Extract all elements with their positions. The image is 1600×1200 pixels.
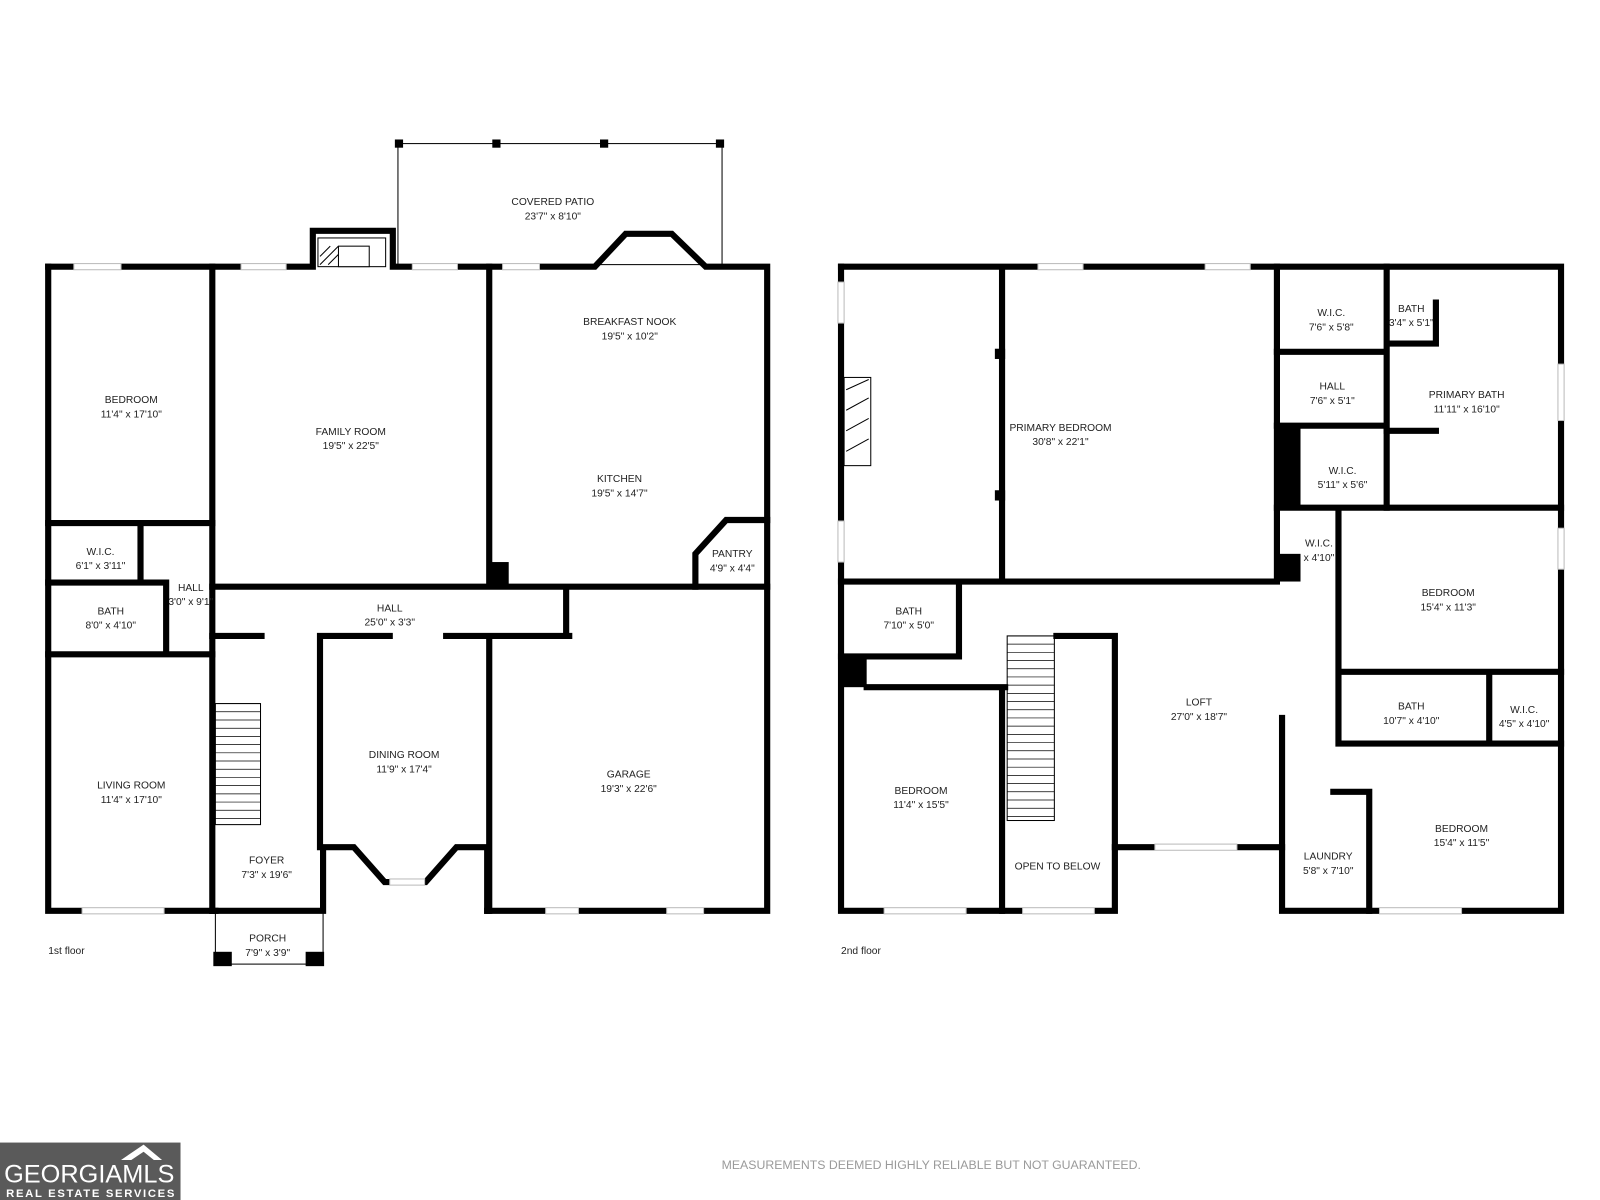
room-name: HALL [377,603,403,614]
room-name: BATH [97,606,124,617]
room-dimensions: 7'10" x 5'0" [883,621,934,632]
room-dimensions: 19'5" x 14'7" [591,488,648,499]
room-dimensions: 8'0" x 4'10" [86,621,137,632]
room-name: BEDROOM [1435,824,1488,835]
room-name: FAMILY ROOM [316,427,386,438]
floor-label-1: 1st floor [48,946,85,957]
room-dimensions: 7'6" x 5'1" [1310,396,1355,407]
room-name: W.I.C. [1317,308,1345,319]
room-name: FOYER [249,856,284,867]
room-dimensions: 27'0" x 18'7" [1171,712,1228,723]
room-name: DINING ROOM [369,750,440,761]
room-dimensions: 19'3" x 22'6" [601,784,658,795]
room-name: BEDROOM [895,786,948,797]
room-name: PRIMARY BATH [1429,390,1505,401]
room-name: LOFT [1186,698,1213,709]
room-dimensions: 19'5" x 22'5" [323,441,380,452]
room-dimensions: 4'5" x 4'10" [1499,719,1550,730]
room-name: BATH [895,606,922,617]
room-dimensions: 10'7" x 4'10" [1383,716,1440,727]
room-dimensions: 30'8" x 22'1" [1032,437,1089,448]
room-dimensions: 4'9" x 4'4" [710,563,755,574]
room-name: LAUNDRY [1304,851,1353,862]
room-name: W.I.C. [1510,705,1538,716]
room-dimensions: x 4'10" [1304,553,1335,564]
room-name: W.I.C. [87,547,115,558]
room-name: PRIMARY BEDROOM [1009,423,1111,434]
georgia-mls-logo: GEORGIAMLS REAL ESTATE SERVICES [0,1142,181,1200]
room-name: HALL [178,583,204,594]
room-dimensions: 7'9" x 3'9" [245,948,290,959]
room-dimensions: 7'6" x 5'8" [1309,322,1354,333]
room-labels: COVERED PATIO 23'7" x 8'10" BREAKFAST NOOK… [76,197,1550,959]
room-name: W.I.C. [1305,539,1333,550]
first-floor-stairs [214,703,262,826]
room-dimensions: 5'11" x 5'6" [1318,480,1368,491]
room-name: BEDROOM [105,395,158,406]
room-dimensions: 6'1" x 3'11" [76,561,126,572]
room-dimensions: 11'4" x 17'10" [101,795,163,806]
room-name: BREAKFAST NOOK [583,317,676,328]
room-dimensions: 19'5" x 10'2" [602,331,659,342]
room-dimensions: 3'4" x 5'1" [1389,318,1434,329]
room-name: OPEN TO BELOW [1015,862,1101,873]
room-dimensions: 25'0" x 3'3" [364,618,415,629]
room-name: PORCH [249,934,286,945]
room-name: W.I.C. [1329,466,1357,477]
room-dimensions: 5'8" x 7'10" [1303,866,1354,877]
room-name: PANTRY [712,549,753,560]
room-dimensions: 11'9" x 17'4" [376,764,432,775]
room-dimensions: 7'3" x 19'6" [241,870,292,881]
room-dimensions: 11'4" x 15'5" [893,800,949,811]
room-name: BATH [1398,304,1425,315]
second-floor-walls [837,263,1565,915]
room-name: HALL [1319,382,1345,393]
room-name: LIVING ROOM [97,781,165,792]
room-dimensions: 23'7" x 8'10" [525,211,582,222]
logo-text: GEORGIAMLS [4,1162,174,1189]
room-dimensions: 11'4" x 17'10" [101,409,163,420]
room-dimensions: 3'0" x 9'1" [168,597,213,608]
room-name: BATH [1398,702,1425,713]
room-name: KITCHEN [597,474,642,485]
room-dimensions: 15'4" x 11'5" [1434,838,1490,849]
room-name: COVERED PATIO [511,197,594,208]
room-dimensions: 15'4" x 11'3" [1420,602,1476,613]
room-name: GARAGE [607,769,651,780]
second-floor-stairs [1006,635,1055,822]
disclaimer: MEASUREMENTS DEEMED HIGHLY RELIABLE BUT … [722,1158,1141,1172]
room-name: BEDROOM [1422,588,1475,599]
first-floor-walls [45,139,771,967]
floor-label-2: 2nd floor [841,946,881,957]
room-dimensions: 11'11" x 16'10" [1434,404,1500,415]
